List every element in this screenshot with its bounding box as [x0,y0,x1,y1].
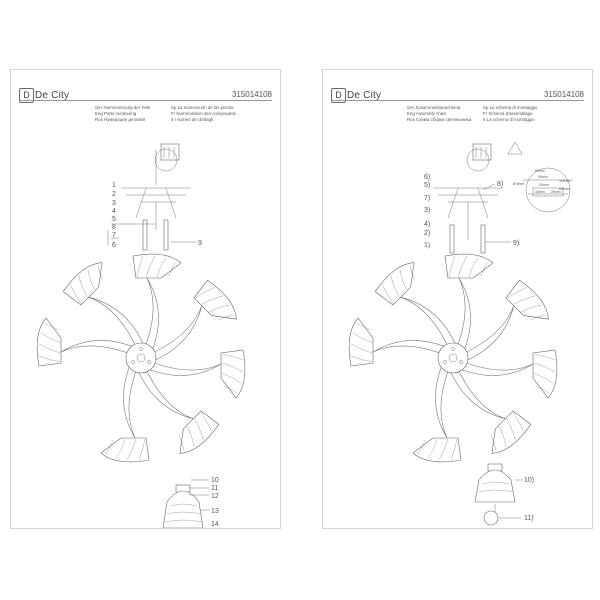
language-captions: Ger Nummerierung der Teile Sp La numerac… [95,105,275,123]
caption-fr: Fr Numérotation des composants [171,111,236,116]
dim-25: 25mm [551,190,561,194]
caption-ger: Ger Nummerierung der Teile [95,105,151,110]
label-13: 13 [211,508,219,515]
caption-ger: Ger Zusammenbauschema [407,105,461,110]
brand-logo: D De City [19,88,69,103]
product-code: 315014108 [231,90,272,99]
label-8: 8) [497,181,503,188]
page-assembly-chart: D De City 315014108 Ger Zusammenbauschem… [322,69,593,529]
label-9: 9 [198,240,202,247]
shade-detail: 10 11 12 13 14 [162,477,219,528]
label-1: 1) [424,242,430,249]
caption-eng: Eng Parts numbering [95,111,137,116]
chandelier [36,253,246,463]
caption-fr: Fr Schéma d'assemblage [483,111,533,116]
caption-rus: Rus Схема сборки светильника [407,117,472,122]
label-3: 3 [112,200,116,207]
label-5: 5 [112,216,116,223]
label-2: 2 [112,191,116,198]
chandelier [348,253,558,463]
header-divider [19,100,272,101]
brand-logo: D De City [331,88,381,103]
label-6: 6) [424,174,430,181]
label-9: 9) [513,240,519,247]
bulb-icon [483,510,499,526]
logo-icon: D [331,88,346,103]
product-code: 315014108 [543,90,584,99]
logo-icon: D [19,88,34,103]
caption-sp: Sp La numeración de las piezas [171,105,234,110]
label-12: 12 [211,493,219,500]
label-4: 4) [424,221,430,228]
brand-name: De City [347,90,382,101]
dim-115: 115mm [559,179,570,183]
label-8: 8 [112,224,116,231]
page-parts-numbering: D De City 315014108 Ger Nummerierung der… [10,69,281,529]
language-captions: Ger Zusammenbauschema Sp La schema di mo… [407,105,587,123]
label-10: 10) [524,477,534,484]
dim-40: 40mm [539,183,549,187]
caption-it: It I numeri dei dettagli [171,117,213,122]
label-7: 7) [424,195,430,202]
caption-rus: Rus Нумерация деталей [95,117,145,122]
dim-d8: Ø 8mm [513,182,525,186]
dim-60: 60mm [535,169,545,173]
dim-30: 30mm [535,190,545,194]
shade-and-bulb-detail: 10) 11) [474,463,534,526]
caption-eng: Eng Assembly chart [407,111,446,116]
warning-icon [507,141,523,155]
caption-it: It La schema di montaggio [483,117,535,122]
brand-name: De City [35,90,70,101]
label-6: 6 [112,242,116,249]
header-divider [331,100,584,101]
assembly-diagram: 6) 5) 8) 7) 3) 4) 2) 1) 9) 60mm 45mm 40m… [348,141,573,526]
label-2: 2) [424,230,430,237]
dimension-detail: 60mm 45mm 40mm 30mm 25mm 115mm Ø 8mm Ø6m… [513,167,573,213]
label-4: 4 [112,208,116,215]
label-7: 7 [112,232,116,239]
label-11: 11 [211,485,218,492]
label-3: 3) [424,207,430,214]
caption-sp: Sp La schema di montaggio [483,105,538,110]
label-5: 5) [424,182,430,189]
dim-d6: Ø6mm [559,187,570,191]
label-11: 11) [524,515,534,522]
label-1: 1 [112,182,116,189]
label-10: 10 [211,477,219,484]
parts-diagram: 1 2 3 4 5 8 7 6 9 [36,143,246,528]
mount-assembly: 1 2 3 4 5 8 7 6 9 [107,143,202,251]
label-14: 14 [211,521,219,528]
mount-assembly: 6) 5) 8) 7) 3) 4) 2) 1) 9) [424,141,523,254]
dim-45: 45mm [538,175,548,179]
